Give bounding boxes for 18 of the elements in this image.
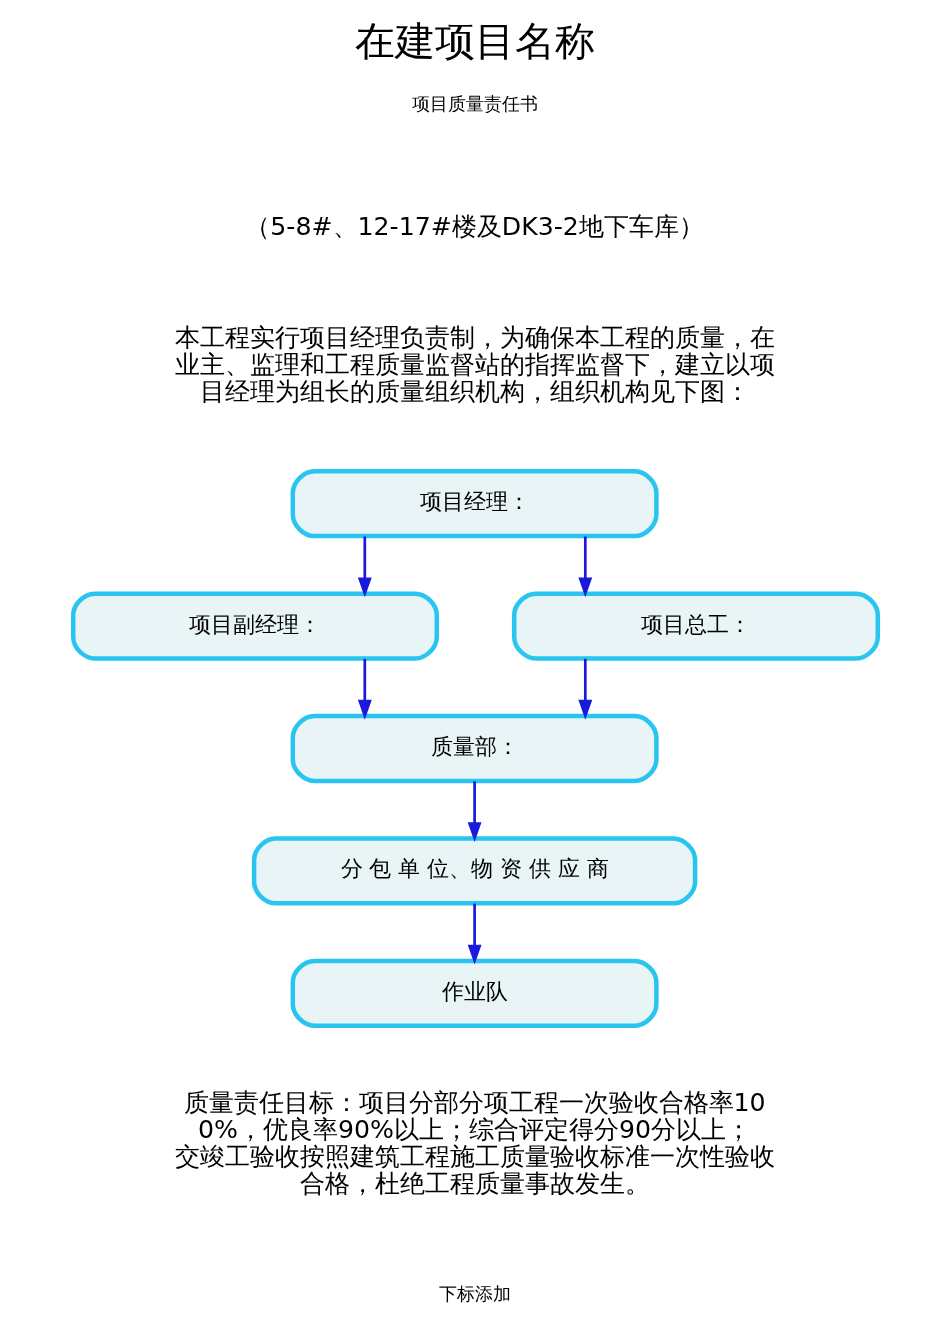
- node-box: 作业队: [290, 958, 659, 1028]
- node-box: 分 包 单 位、物 资 供 应 商: [251, 836, 697, 906]
- node-box: 项目经理：: [290, 469, 659, 539]
- node-box: 质量部：: [290, 713, 659, 784]
- node-box: 项目副经理：: [70, 591, 439, 661]
- arrow: [577, 536, 592, 598]
- node-box: 项目总工：: [511, 591, 880, 661]
- arrow: [577, 658, 592, 720]
- label: 本工程实行项目经理负责制，为确保本工程的质量，在业主、监理和工程质量监督站的指挥监督下，建立以项目经理为组长的质量组织机构，组织机构见下图：: [174, 322, 775, 406]
- diagram-title: 在建项目名称: [355, 17, 595, 64]
- label: 项目质量责任书: [411, 93, 538, 115]
- arrow: [357, 658, 372, 720]
- label: 质量责任目标：项目分部分项工程一次验收合格率100%，优良率90%以上；综合评定得分90分以上；交竣工验收按照建筑工程施工质量验收标准一次性验收合格，杜绝工程质量事故发生。: [174, 1087, 775, 1198]
- label: （5-8#、12-17#楼及DK3-2地下车库）: [244, 211, 704, 241]
- label: 下标添加: [438, 1283, 511, 1305]
- arrow: [467, 781, 482, 843]
- arrow: [357, 536, 372, 598]
- arrow: [467, 903, 482, 965]
